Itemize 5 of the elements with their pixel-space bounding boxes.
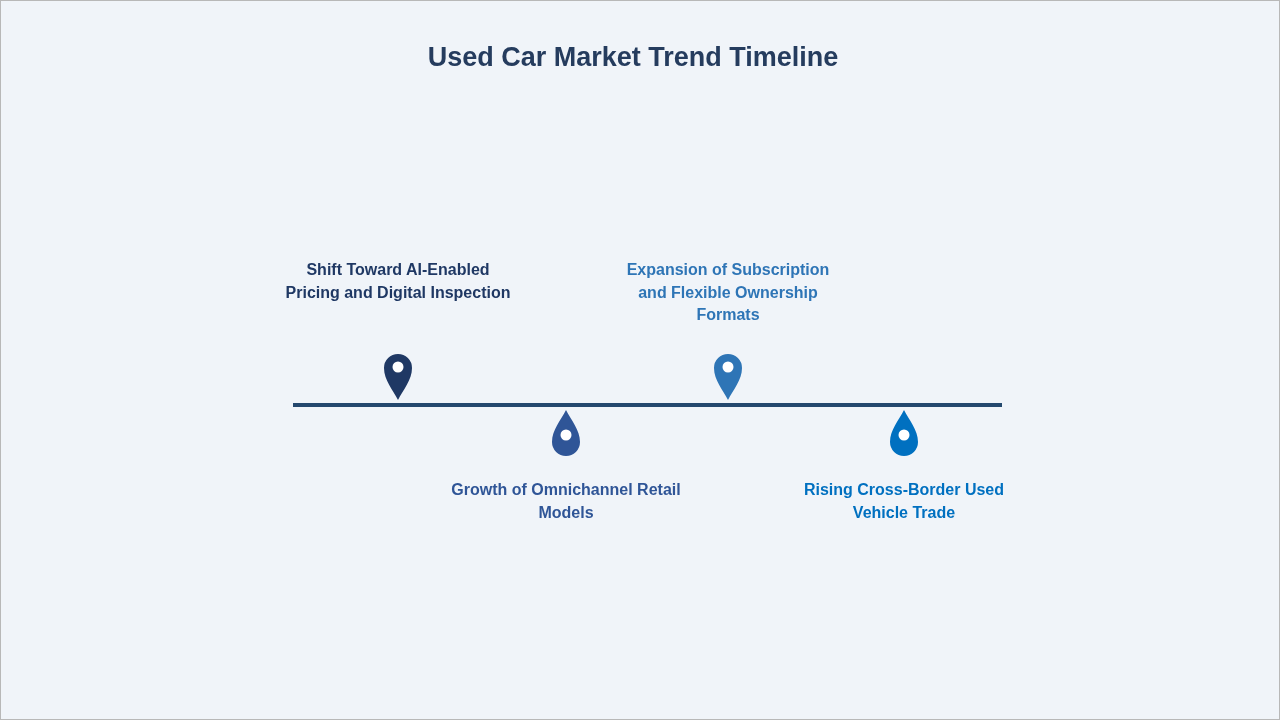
milestone-label: Growth of Omnichannel Retail Models	[451, 480, 681, 523]
milestone-label: Expansion of Subscription and Flexible Ownership Formats	[625, 260, 831, 325]
milestone-label: Rising Cross-Border Used Vehicle Trade	[802, 480, 1005, 523]
title: Used Car Market Trend Timeline	[426, 42, 840, 73]
milestone-label: Shift Toward AI-Enabled Pricing and Digital Inspection	[284, 260, 512, 303]
